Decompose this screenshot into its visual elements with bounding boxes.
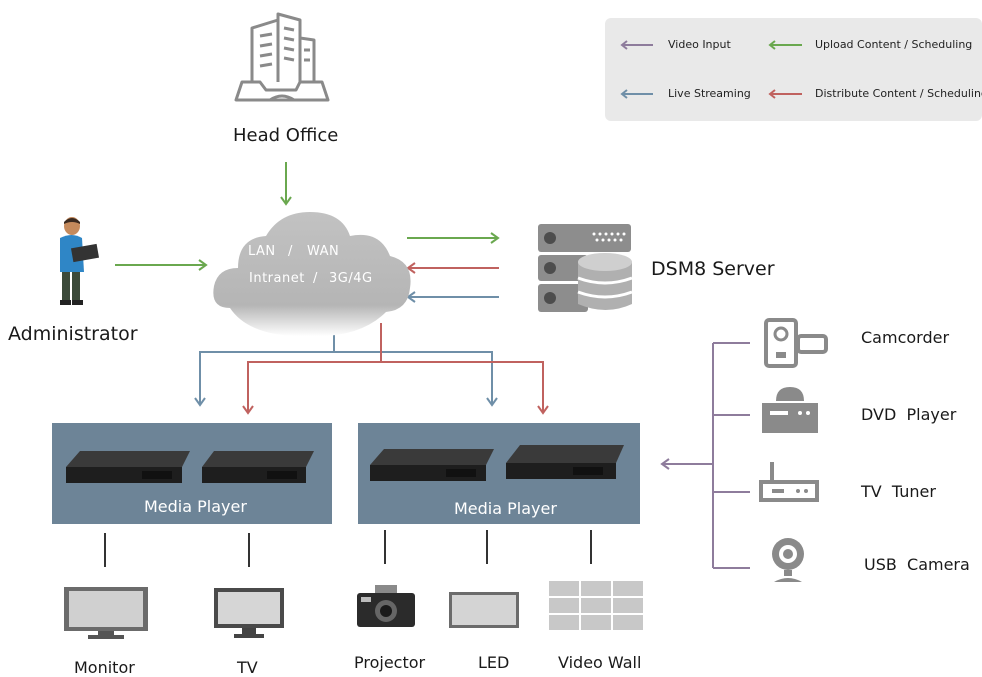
head-office-label: Head Office [233,125,339,146]
media-player-devices-right [370,445,624,481]
output-label-monitor: Monitor [74,658,135,677]
output-label-video-wall: Video Wall [558,653,642,672]
input-label-dvd-player: DVD Player [861,405,957,424]
arrow-cloud-to-server-green [407,232,500,244]
video-wall-icon [548,580,644,632]
input-label-usb-camera: USB Camera [864,555,970,574]
administrator-label: Administrator [8,323,138,345]
tv-icon [214,588,284,638]
media-player-devices-left [66,451,314,483]
legend-label-live-streaming: Live Streaming [668,87,751,100]
tv-tuner-icon [759,462,819,502]
cloud-label-intranet: Intranet [249,271,305,286]
server-icon [538,224,633,312]
cloud-label-slash-1: / [288,244,293,259]
media-player-box-icon [202,451,314,483]
legend: Video Input Upload Content / Scheduling … [605,18,982,121]
arrow-server-to-cloud-red [406,262,499,274]
output-label-led: LED [478,653,510,672]
administrator-icon [60,217,100,305]
media-player-panel-left: Media Player [52,423,332,524]
cloud-label-3g4g: 3G/4G [329,271,373,286]
dvd-player-icon [762,387,818,433]
led-icon [449,592,519,628]
arrow-server-to-cloud-blue [406,291,499,303]
media-player-box-icon [66,451,190,483]
camcorder-icon [764,318,828,368]
usb-camera-icon [772,538,804,582]
cloud-label-lan: LAN [248,244,276,259]
cloud-icon [213,212,411,337]
lines-distribute [242,323,549,415]
building-icon [234,12,330,102]
legend-arrow-distribute [768,89,802,99]
output-label-tv: TV [237,658,258,677]
projector-icon [357,585,415,627]
media-player-box-icon [370,449,494,481]
cloud-label-wan: WAN [307,244,340,259]
media-player-panel-right: Media Player [358,423,640,524]
legend-arrows [620,40,802,99]
input-label-camcorder: Camcorder [861,328,950,347]
legend-arrow-video-input [620,40,653,50]
media-player-label-left: Media Player [144,497,247,516]
legend-arrow-upload [768,40,802,50]
lines-outputs [104,530,592,567]
lines-video-input [660,342,750,569]
legend-arrow-live-streaming [620,89,653,99]
media-player-label-right: Media Player [454,499,557,518]
cloud-label-slash-2: / [313,271,318,286]
monitor-icon [64,587,148,639]
legend-label-distribute: Distribute Content / Scheduling [815,87,982,100]
legend-label-video-input: Video Input [668,38,731,51]
output-label-projector: Projector [354,653,426,672]
server-label: DSM8 Server [651,258,775,280]
legend-label-upload: Upload Content / Scheduling [815,38,973,51]
input-label-tv-tuner: TV Tuner [861,482,936,501]
arrow-admin-to-cloud [115,259,208,271]
arrow-headoffice-to-cloud [280,162,292,206]
media-player-box-icon [506,445,624,479]
